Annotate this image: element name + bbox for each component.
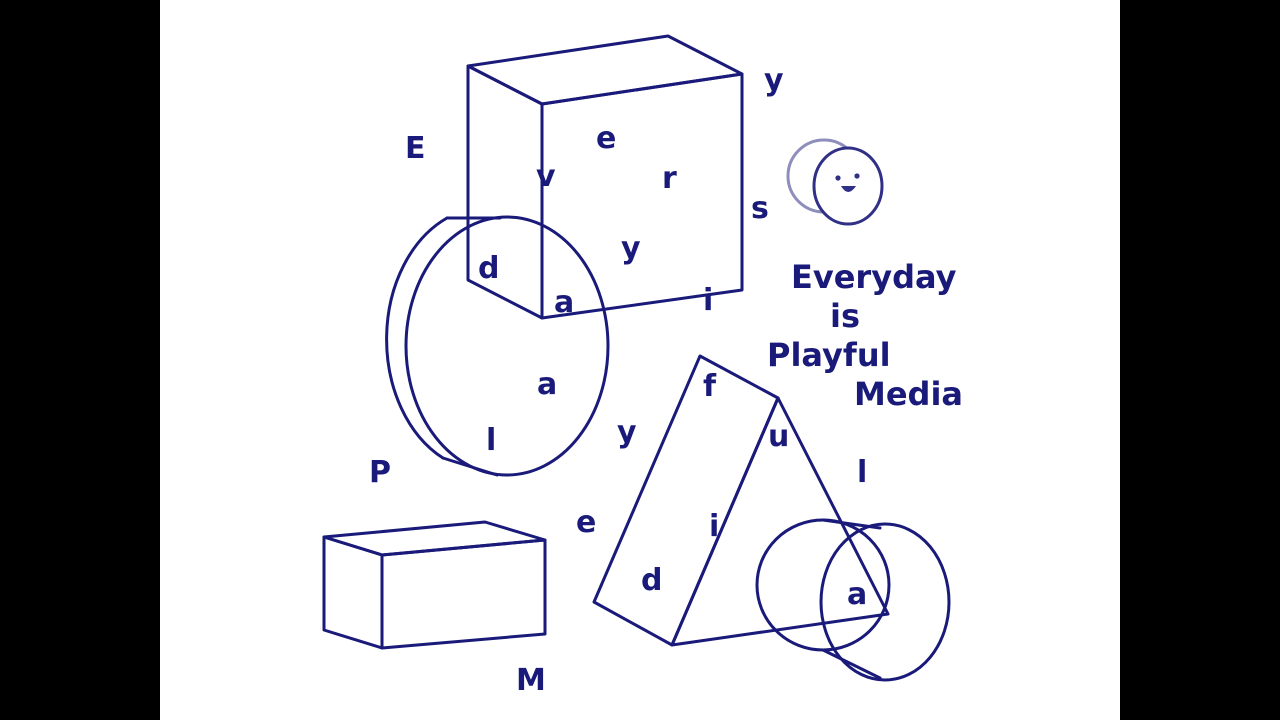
- letter: y: [621, 231, 641, 266]
- letter: a: [847, 577, 867, 612]
- letter: i: [703, 283, 713, 318]
- letter: r: [662, 161, 677, 196]
- title-line-media: Media: [854, 375, 964, 413]
- letter: f: [703, 369, 717, 404]
- small-box-shape: [322, 520, 547, 650]
- letter: y: [617, 415, 637, 450]
- letter: e: [596, 121, 616, 156]
- scattered-letters: E v e r y s d a y i a l P y f u l i e d …: [369, 63, 867, 698]
- large-box-shape: [466, 34, 744, 320]
- letter: E: [405, 131, 426, 166]
- letter: M: [516, 663, 546, 698]
- right-cylinder-shape: [755, 518, 951, 682]
- letter: s: [751, 191, 769, 226]
- letter: e: [576, 505, 596, 540]
- geometric-shapes-illustration: E v e r y s d a y i a l P y f u l i e d …: [322, 34, 951, 698]
- letter: a: [554, 285, 574, 320]
- letter: P: [369, 455, 391, 490]
- letter: v: [536, 159, 556, 194]
- triangular-prism-shape: [592, 354, 890, 647]
- letter: l: [486, 423, 496, 458]
- letter: y: [764, 63, 784, 98]
- title-line-is: is: [830, 297, 861, 335]
- smiling-cylinder-face-icon: [786, 138, 884, 226]
- letter: l: [857, 455, 867, 490]
- letter: d: [641, 563, 662, 598]
- artwork-canvas: E v e r y s d a y i a l P y f u l i e d …: [160, 0, 1120, 720]
- letter: i: [709, 509, 719, 544]
- letter: u: [768, 419, 789, 454]
- title-line-playful: Playful: [767, 336, 891, 374]
- letter: a: [537, 367, 557, 402]
- left-cylinder-shape: [385, 215, 610, 477]
- title-line-everyday: Everyday: [791, 258, 957, 296]
- letter: d: [478, 251, 499, 286]
